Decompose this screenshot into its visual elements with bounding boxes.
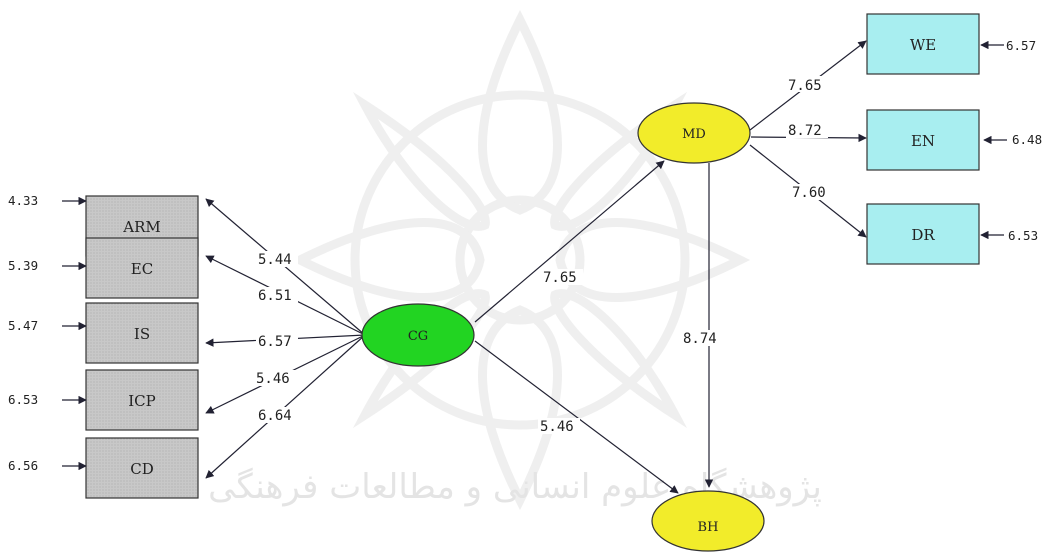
indicator-box-en [866, 109, 980, 171]
observed-left-ec: EC 5.39 [8, 237, 199, 299]
indicator-label-en: EN [911, 132, 935, 150]
indicator-label-ec: EC [131, 260, 153, 278]
latent-label-md: MD [682, 127, 706, 142]
observed-right-en: EN 6.48 [866, 109, 1042, 171]
indicator-box-is [85, 302, 199, 364]
indicator-box-dr [866, 203, 980, 265]
error-value-we: 6.57 [1006, 38, 1036, 53]
loading-arrow-cd [205, 334, 366, 479]
indicator-box-ec [85, 237, 199, 299]
observed-left-icp: ICP 6.53 [8, 369, 199, 431]
loading-value-dr: 7.60 [792, 185, 826, 201]
indicator-label-cd: CD [130, 460, 154, 478]
indicator-box-cd [85, 437, 199, 499]
indicator-label-arm: ARM [122, 218, 161, 236]
loading-value-en: 8.72 [788, 123, 822, 139]
error-value-ec: 5.39 [8, 258, 38, 273]
indicator-box-icp [85, 369, 199, 431]
path-arrow-cg-bh [474, 340, 679, 494]
latent-bh: BH [651, 490, 765, 552]
path-value-md-bh: 8.74 [683, 331, 717, 347]
loading-value-ec: 6.51 [258, 288, 292, 304]
latent-md: MD [637, 102, 751, 164]
latent-ellipse-bh [651, 490, 765, 552]
latent-ellipse-md [637, 102, 751, 164]
indicator-box-we [866, 13, 980, 75]
observed-left-is: IS 5.47 [8, 302, 199, 364]
observed-right-we: WE 6.57 [866, 13, 1036, 75]
loading-value-we: 7.65 [788, 78, 822, 94]
observed-left-cd: CD 6.56 [8, 437, 199, 499]
latent-cg: CG [361, 303, 475, 367]
error-value-en: 6.48 [1012, 132, 1042, 147]
indicator-label-dr: DR [911, 226, 935, 244]
error-value-arm: 4.33 [8, 193, 38, 208]
loading-value-icp: 5.46 [256, 371, 290, 387]
path-value-cg-bh: 5.46 [540, 419, 574, 435]
rosette-watermark-icon [289, 9, 751, 511]
indicator-label-is: IS [134, 325, 150, 343]
error-value-cd: 6.56 [8, 458, 38, 473]
loading-value-arm: 5.44 [258, 252, 292, 268]
indicator-label-icp: ICP [128, 392, 156, 410]
observed-right-dr: DR 6.53 [866, 203, 1038, 265]
latent-label-bh: BH [698, 520, 719, 535]
path-arrow-cg-md [474, 160, 665, 323]
loading-value-cd: 6.64 [258, 408, 292, 424]
loading-value-is: 6.57 [258, 334, 292, 350]
error-value-icp: 6.53 [8, 392, 38, 407]
latent-ellipse-cg [361, 303, 475, 367]
latent-label-cg: CG [408, 329, 428, 344]
error-value-is: 5.47 [8, 318, 38, 333]
indicator-label-we: WE [910, 36, 936, 54]
path-value-cg-md: 7.65 [543, 270, 577, 286]
error-value-dr: 6.53 [1008, 228, 1038, 243]
